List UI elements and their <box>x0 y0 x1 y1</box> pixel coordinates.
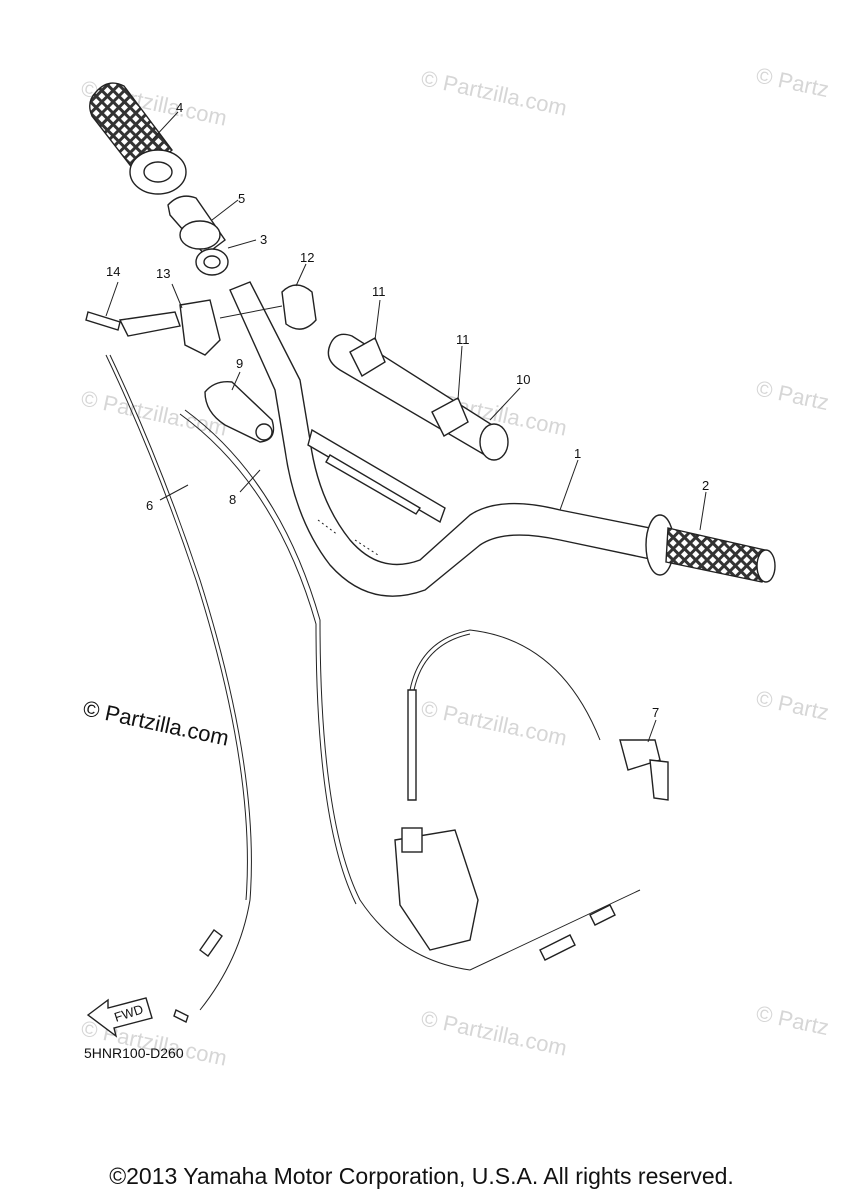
callout-6: 6 <box>146 498 153 513</box>
throttle-tube <box>167 195 229 276</box>
callout-4: 4 <box>176 100 183 115</box>
diagram-code: 5HNR100-D260 <box>84 1045 184 1061</box>
callout-2: 2 <box>702 478 709 493</box>
watermark: © Partz <box>754 62 831 102</box>
callout-14: 14 <box>106 264 120 279</box>
right-grip <box>645 514 776 583</box>
bar-pad <box>327 333 509 461</box>
callout-11-right: 11 <box>456 332 470 347</box>
callout-7: 7 <box>652 705 659 720</box>
throttle-housing <box>85 284 317 356</box>
callout-5: 5 <box>238 191 245 206</box>
leader-lines <box>105 111 707 743</box>
callout-12: 12 <box>300 250 314 265</box>
callout-3: 3 <box>260 232 267 247</box>
watermark: © Partz <box>754 375 831 415</box>
watermark: © Partz <box>754 1000 831 1040</box>
callout-8: 8 <box>229 492 236 507</box>
left-grip <box>89 82 187 195</box>
watermark: © Partzilla.com <box>419 65 569 120</box>
fwd-arrow-icon: FWD <box>86 997 153 1038</box>
watermark: © Partzilla.com <box>419 1005 569 1060</box>
handlebar <box>229 281 661 597</box>
copyright-footer: ©2013 Yamaha Motor Corporation, U.S.A. A… <box>109 1163 734 1189</box>
cables <box>105 354 641 1023</box>
partzilla-watermark: © Partzilla.com <box>81 695 231 750</box>
callout-10: 10 <box>516 372 530 387</box>
callout-13: 13 <box>156 266 170 281</box>
callouts: 1 2 3 4 5 6 7 8 9 10 11 11 12 13 14 <box>106 100 709 720</box>
watermark: © Partzilla.com <box>419 695 569 750</box>
callout-11-left: 11 <box>372 284 386 299</box>
callout-1: 1 <box>574 446 581 461</box>
cable-guide <box>204 381 275 443</box>
callout-9: 9 <box>236 356 243 371</box>
watermark: © Partz <box>754 685 831 725</box>
carburetor <box>394 629 669 951</box>
